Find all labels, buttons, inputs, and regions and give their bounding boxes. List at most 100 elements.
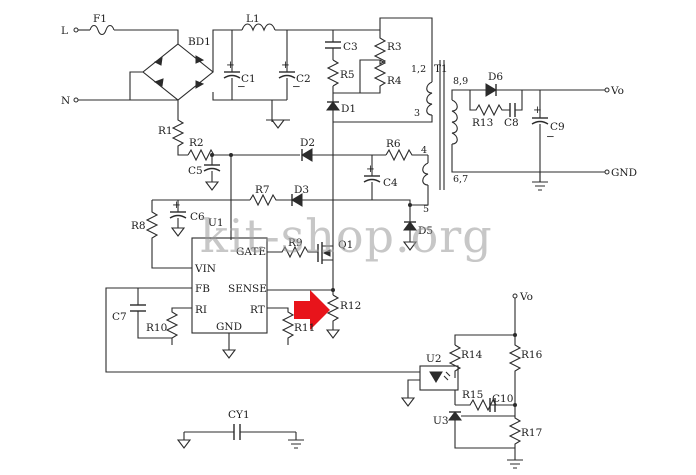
resistor-R1 [171, 100, 188, 156]
label-Vo-fb: Vo [519, 291, 533, 303]
label-R5: R5 [340, 69, 355, 81]
label-U1: U1 [208, 217, 224, 229]
ground-icon [325, 329, 341, 339]
inductor-L1 [241, 23, 276, 32]
label-C3: C3 [343, 41, 358, 53]
transformer-primary [426, 81, 433, 116]
label-C4: C4 [383, 177, 398, 189]
optocoupler-U2 [419, 365, 459, 391]
label-R6: R6 [386, 138, 401, 150]
plus-C9: + [533, 104, 542, 116]
label-R16: R16 [521, 349, 543, 361]
label-C5: C5 [188, 165, 203, 177]
resistor-R2 [187, 148, 300, 162]
label-R17: R17 [521, 427, 542, 439]
ground-icon [402, 241, 418, 251]
label-C9: C9 [550, 121, 565, 133]
label-C1: C1 [241, 73, 256, 85]
label-R8: R8 [131, 220, 146, 232]
label-R12: R12 [340, 300, 361, 312]
label-R14: R14 [461, 349, 483, 361]
ground-icon [176, 439, 192, 449]
label-R13: R13 [472, 117, 493, 129]
watermark: kit-shop.org [200, 209, 493, 263]
pin-GND: GND [216, 321, 242, 333]
label-Vo-top: Vo [610, 85, 624, 97]
resistor-R3 [373, 30, 387, 65]
label-D2: D2 [300, 137, 315, 149]
pin-FB: FB [195, 283, 210, 295]
label-R9: R9 [288, 237, 303, 249]
fuse-F1 [89, 24, 115, 36]
label-pin3: 3 [414, 108, 420, 119]
label-R4: R4 [387, 75, 402, 87]
label-U2: U2 [426, 353, 442, 365]
terminal-Vo [604, 87, 610, 93]
resistor-R11 [267, 307, 295, 345]
plus-C4: + [366, 163, 375, 175]
ground-icon [288, 439, 304, 449]
bridge-rectifier-BD1 [142, 43, 214, 101]
label-pin12: 1,2 [411, 64, 426, 75]
label-CY1: CY1 [228, 409, 250, 421]
label-Q1: Q1 [338, 239, 353, 251]
ground-icon [270, 119, 286, 129]
ground-icon [204, 181, 220, 191]
resistor-R17 [508, 405, 522, 460]
label-C6: C6 [190, 211, 205, 223]
plus-C2: + [281, 59, 290, 71]
resistor-R14 [448, 344, 462, 378]
plus-C1: + [226, 59, 235, 71]
pin-SENSE: SENSE [228, 283, 267, 295]
label-pin67: 6,7 [453, 174, 468, 185]
resistor-R10 [165, 307, 192, 345]
ground-icon [507, 459, 523, 469]
aux-winding [422, 162, 429, 186]
label-U3: U3 [433, 415, 449, 427]
terminal-N [73, 97, 79, 103]
label-pin5: 5 [423, 204, 429, 215]
pin-RT: RT [250, 304, 265, 316]
minus-C9: − [546, 131, 555, 143]
label-D6: D6 [488, 71, 503, 83]
pin-RI: RI [195, 304, 207, 316]
label-D1: D1 [341, 103, 356, 115]
label-C7: C7 [112, 311, 127, 323]
label-GND: GND [611, 167, 637, 179]
resistor-R12 [326, 294, 340, 330]
label-C2: C2 [296, 73, 311, 85]
minus-C1: − [237, 81, 246, 93]
shunt-regulator-U3 [448, 411, 462, 421]
ground-icon [221, 349, 237, 359]
label-R15: R15 [462, 389, 483, 401]
label-N: N [61, 95, 70, 107]
label-L: L [61, 25, 68, 37]
resistor-R6 [385, 148, 428, 162]
label-R11: R11 [294, 322, 315, 334]
terminal-Vo-fb [512, 293, 518, 299]
terminal-L [73, 27, 79, 33]
plus-C6: + [172, 199, 181, 211]
diode-D2 [301, 148, 313, 162]
label-R10: R10 [146, 322, 167, 334]
label-D3: D3 [294, 184, 309, 196]
ground-icon [400, 397, 416, 407]
resistor-R7 [249, 193, 292, 207]
pin-VIN: VIN [194, 263, 216, 275]
resistor-R8 [145, 200, 192, 269]
label-BD1: BD1 [188, 36, 211, 48]
resistor-R4 [359, 59, 387, 94]
label-T1: T1 [434, 63, 448, 75]
ground-icon [532, 181, 548, 191]
resistor-R5 [326, 59, 340, 87]
label-R7: R7 [255, 184, 270, 196]
label-D5: D5 [418, 225, 433, 237]
transformer-secondary [451, 99, 458, 145]
label-R1: R1 [158, 125, 173, 137]
label-C8: C8 [504, 117, 519, 129]
label-pin4: 4 [421, 145, 427, 156]
label-F1: F1 [93, 13, 107, 25]
diode-D6 [485, 83, 497, 97]
ground-icon [170, 227, 186, 237]
